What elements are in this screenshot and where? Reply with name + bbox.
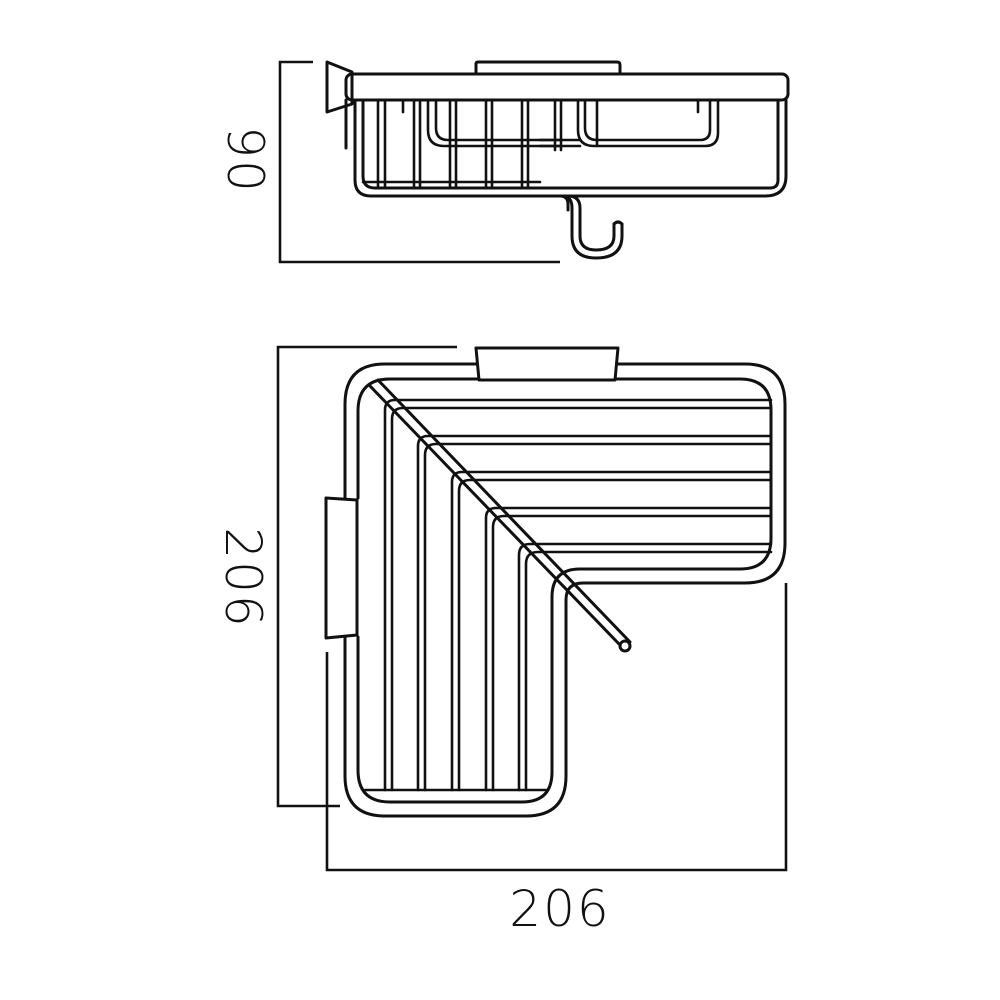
depth-dimension-label: 206 — [214, 527, 272, 628]
height-dimension-label: 90 — [216, 126, 274, 194]
width-dimension-line — [325, 583, 788, 872]
diagonal-rod — [368, 378, 632, 653]
wall-bracket — [325, 60, 354, 114]
basket-wires — [363, 398, 773, 792]
plan-view: 206 206 — [214, 345, 788, 938]
height-dimension-line — [278, 60, 560, 264]
outer-frame — [343, 362, 787, 818]
depth-dimension-line — [276, 345, 457, 808]
hook — [558, 194, 624, 260]
width-dimension-label: 206 — [509, 880, 610, 938]
vertical-wires — [376, 98, 700, 190]
mount-plate — [474, 60, 622, 76]
top-mount-plate — [474, 346, 620, 382]
left-mount-plate — [324, 496, 359, 640]
top-rim — [344, 72, 790, 102]
side-elevation-view: 90 — [216, 60, 790, 264]
